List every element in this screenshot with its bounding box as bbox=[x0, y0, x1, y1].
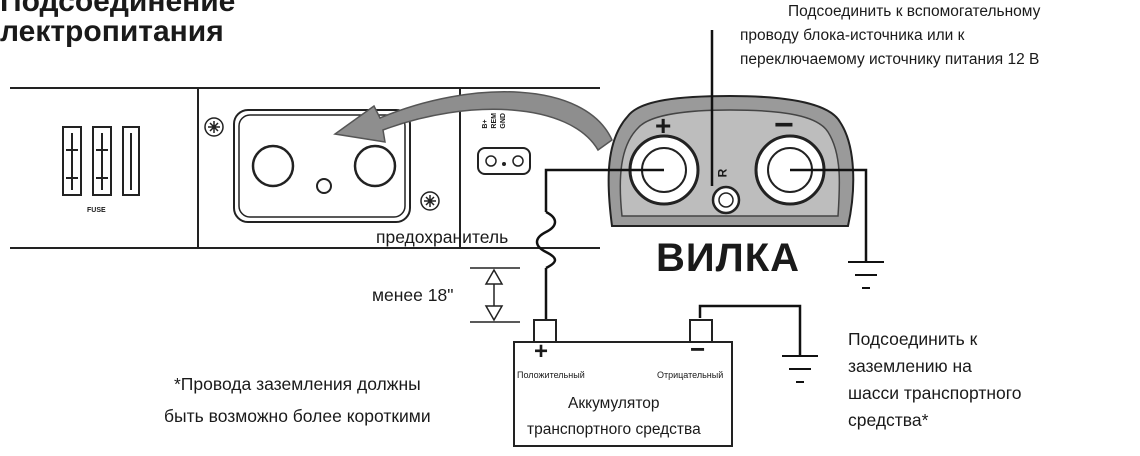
terminal-label-rem: REM bbox=[491, 113, 498, 129]
battery bbox=[513, 319, 733, 447]
remote-note-line-2: проводу блока-источника или к bbox=[740, 27, 965, 44]
ground-note-line-1: Подсоединить к bbox=[848, 329, 978, 349]
plug-plus-sign: + bbox=[655, 110, 672, 141]
remote-note-line-1: Подсоединить к вспомогательному bbox=[788, 3, 1041, 20]
plug-body bbox=[607, 94, 855, 227]
battery-negative-label: Отрицательный bbox=[657, 370, 724, 380]
terminal-label-gnd: GND bbox=[500, 113, 507, 129]
remote-note-line-3: переключаемому источнику питания 12 В bbox=[740, 51, 1040, 68]
battery-name-line-1: Аккумулятор bbox=[568, 395, 660, 412]
terminal-label-bplus: B+ bbox=[482, 119, 489, 129]
ground-symbol-icon bbox=[782, 261, 884, 383]
fuse-label: предохранитель bbox=[376, 227, 509, 247]
battery-positive-label: Положительный bbox=[517, 370, 585, 380]
insert-arrow-icon bbox=[333, 91, 613, 152]
plug-remote-label: R bbox=[715, 168, 730, 178]
plug-minus-sign: − bbox=[774, 106, 794, 144]
ground-note-line-4: средства* bbox=[848, 410, 929, 430]
battery-plus-sign: + bbox=[534, 338, 549, 365]
plug-label: ВИЛКА bbox=[656, 236, 801, 280]
title-line-1: Подсоединение bbox=[0, 0, 236, 18]
battery-name-line-2: транспортного средства bbox=[527, 421, 701, 438]
wires bbox=[535, 30, 868, 356]
distance-indicator bbox=[470, 267, 520, 323]
terminal-block bbox=[477, 147, 531, 175]
ground-note-line-2: заземлению на bbox=[848, 356, 972, 376]
screw-icon bbox=[204, 117, 440, 211]
ground-note-line-3: шасси транспортного bbox=[848, 383, 1022, 403]
terminal-labels: B+ REM GND bbox=[482, 113, 508, 129]
amplifier-panel bbox=[10, 87, 600, 249]
footnote-line-2: быть возможно более короткими bbox=[164, 406, 431, 426]
fuse-block-icon bbox=[62, 126, 140, 196]
battery-minus-sign: − bbox=[690, 334, 706, 364]
fuse-block-label: FUSE bbox=[87, 207, 106, 214]
footnote-line-1: *Провода заземления должны bbox=[174, 374, 421, 394]
distance-label: менее 18" bbox=[372, 285, 454, 305]
title-line-2: лектропитания bbox=[0, 15, 224, 48]
